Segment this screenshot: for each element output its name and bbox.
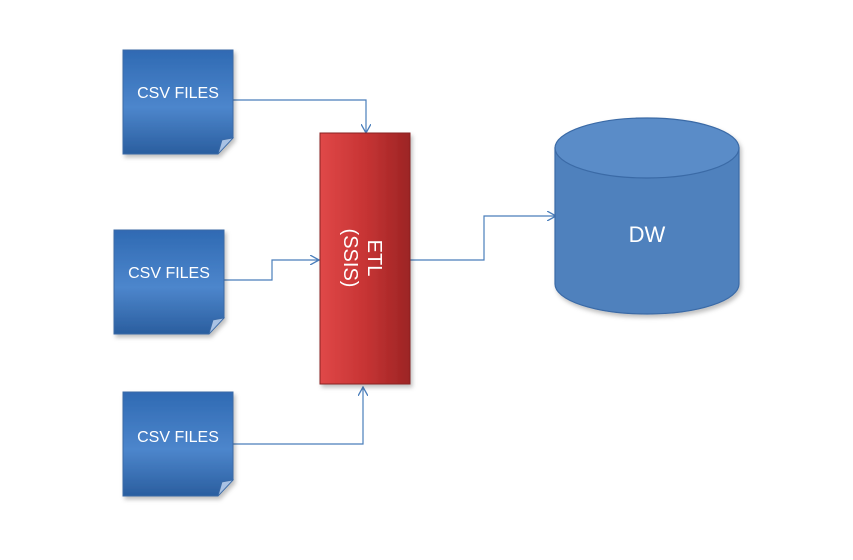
- connector-source1-to-etl: [233, 99, 366, 132]
- source-label: CSV FILES: [128, 265, 210, 282]
- document-fold-icon: [217, 479, 235, 497]
- etl-label: ETL: [363, 240, 385, 277]
- source-label: CSV FILES: [137, 85, 219, 102]
- csv-files-document-1: CSV FILES: [122, 49, 235, 155]
- connector-etl-to-dw: [410, 216, 555, 261]
- connector-source3-to-etl: [233, 388, 363, 445]
- etl-ssis-box: ETL (SSIS): [319, 132, 411, 385]
- document-fold-icon: [208, 317, 226, 335]
- document-fold-icon: [217, 137, 235, 155]
- document-icon: [122, 49, 234, 155]
- etl-sublabel: (SSIS): [339, 229, 361, 288]
- csv-files-document-3: CSV FILES: [122, 391, 235, 497]
- document-icon: [113, 229, 225, 335]
- cylinder-top: [554, 117, 740, 179]
- source-label: CSV FILES: [137, 429, 219, 446]
- csv-files-document-2: CSV FILES: [113, 229, 226, 335]
- etl-rectangle: [319, 132, 411, 385]
- dw-label: DW: [629, 222, 666, 247]
- dw-cylinder: DW: [554, 117, 740, 315]
- cylinder-body: [554, 147, 740, 315]
- connector-source2-to-etl: [224, 260, 318, 281]
